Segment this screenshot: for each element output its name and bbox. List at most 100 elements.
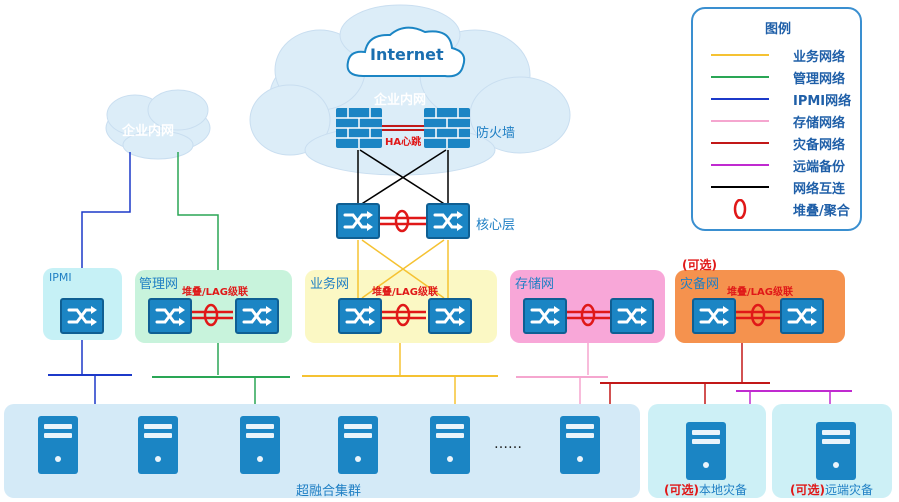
switch-arrows-icon [530, 306, 560, 326]
legend-line [711, 120, 769, 122]
storage-zone-label: 存储网 [515, 277, 555, 292]
server-slot [44, 424, 72, 429]
legend-item-interconnect: 网络互连 [711, 177, 851, 197]
server-led [447, 456, 453, 462]
server-slot [692, 430, 720, 435]
server-led [355, 456, 361, 462]
legend-item-stack: 堆叠/聚合 [711, 199, 851, 219]
server-slot [144, 433, 172, 438]
legend-label: 存储网络 [793, 116, 846, 131]
business-stack-label: 堆叠/LAG级联 [372, 287, 438, 298]
legend-label: 堆叠/聚合 [793, 204, 850, 219]
server-icon [240, 416, 280, 474]
switch-arrows-icon [345, 306, 375, 326]
legend-label: 远端备份 [793, 160, 846, 175]
local-dr-text: 本地灾备 [698, 483, 747, 497]
server-slot [344, 424, 372, 429]
stack-ring-icon [733, 199, 747, 219]
switch-arrows-icon [699, 306, 729, 326]
dr-zone-label: 灾备网 [680, 277, 720, 292]
legend-line [711, 164, 769, 166]
legend-item-business: 业务网络 [711, 45, 851, 65]
server-slot [436, 433, 464, 438]
storage-switch-left-icon [523, 298, 567, 334]
legend: 图例 业务网络 管理网络 IPMI网络 存储网络 灾备网络 远端备份 网络互连 … [691, 7, 862, 231]
switch-arrows-icon [787, 306, 817, 326]
switch-arrows-icon [242, 306, 272, 326]
brick-wall-icon [424, 108, 470, 148]
remote-dr-server-icon [816, 422, 856, 480]
firewall-left-icon [336, 108, 382, 148]
core-label: 核心层 [476, 218, 516, 233]
server-slot [246, 433, 274, 438]
storage-stack [566, 303, 610, 327]
switch-arrows-icon [435, 306, 465, 326]
mgmt-stack-label: 堆叠/LAG级联 [182, 287, 248, 298]
cluster-label: 超融合集群 [296, 484, 362, 499]
legend-label: 管理网络 [793, 72, 846, 87]
server-slot [822, 430, 850, 435]
legend-line [711, 186, 769, 188]
dr-switch-right-icon [780, 298, 824, 334]
mgmt-switch-right-icon [235, 298, 279, 334]
server-led [155, 456, 161, 462]
server-led [703, 462, 709, 468]
switch-arrows-icon [67, 306, 97, 326]
ha-heartbeat-label: HA心跳 [385, 137, 422, 148]
firewall-right-icon [424, 108, 470, 148]
core-switch-left-icon [336, 203, 380, 239]
business-zone-label: 业务网 [310, 277, 350, 292]
brick-wall-icon [336, 108, 382, 148]
intranet-top-label: 企业内网 [374, 93, 427, 108]
core-switch-right-icon [426, 203, 470, 239]
intranet-left-label: 企业内网 [122, 124, 175, 139]
server-slot [44, 433, 72, 438]
mgmt-zone-label: 管理网 [139, 277, 179, 292]
server-slot [566, 433, 594, 438]
legend-item-storage: 存储网络 [711, 111, 851, 131]
switch-arrows-icon [617, 306, 647, 326]
server-led [55, 456, 61, 462]
legend-line [711, 76, 769, 78]
server-icon [338, 416, 378, 474]
firewall-label: 防火墙 [476, 126, 516, 141]
legend-item-remote: 远端备份 [711, 155, 851, 175]
server-slot [246, 424, 274, 429]
server-slot [692, 439, 720, 444]
legend-label: 网络互连 [793, 182, 846, 197]
switch-arrows-icon [155, 306, 185, 326]
intranet-left-cloud [105, 89, 211, 160]
dr-stack-label: 堆叠/LAG级联 [727, 287, 793, 298]
legend-label: 灾备网络 [793, 138, 846, 153]
server-slot [822, 439, 850, 444]
storage-switch-right-icon [610, 298, 654, 334]
legend-label: 业务网络 [793, 50, 846, 65]
legend-label: IPMI网络 [793, 94, 852, 109]
remote-dr-label: (可选)远端灾备 [790, 481, 873, 498]
ellipsis: …… [494, 436, 522, 452]
dr-optional-label: (可选) [682, 258, 717, 272]
business-stack [380, 303, 426, 327]
server-icon [38, 416, 78, 474]
server-led [577, 456, 583, 462]
server-led [833, 462, 839, 468]
legend-item-ipmi: IPMI网络 [711, 89, 851, 109]
server-icon [560, 416, 600, 474]
dr-switch-left-icon [692, 298, 736, 334]
dr-stack [736, 303, 780, 327]
business-switch-left-icon [338, 298, 382, 334]
server-icon [138, 416, 178, 474]
server-slot [144, 424, 172, 429]
legend-item-dr: 灾备网络 [711, 133, 851, 153]
server-slot [566, 424, 594, 429]
switch-arrows-icon [433, 211, 463, 231]
business-switch-right-icon [428, 298, 472, 334]
ipmi-switch-icon [60, 298, 104, 334]
switch-arrows-icon [343, 211, 373, 231]
cluster-zone [4, 404, 640, 498]
local-dr-optional: (可选) [664, 483, 699, 497]
remote-dr-optional: (可选) [790, 483, 825, 497]
legend-line [711, 98, 769, 100]
server-icon [430, 416, 470, 474]
mgmt-stack [190, 303, 233, 327]
